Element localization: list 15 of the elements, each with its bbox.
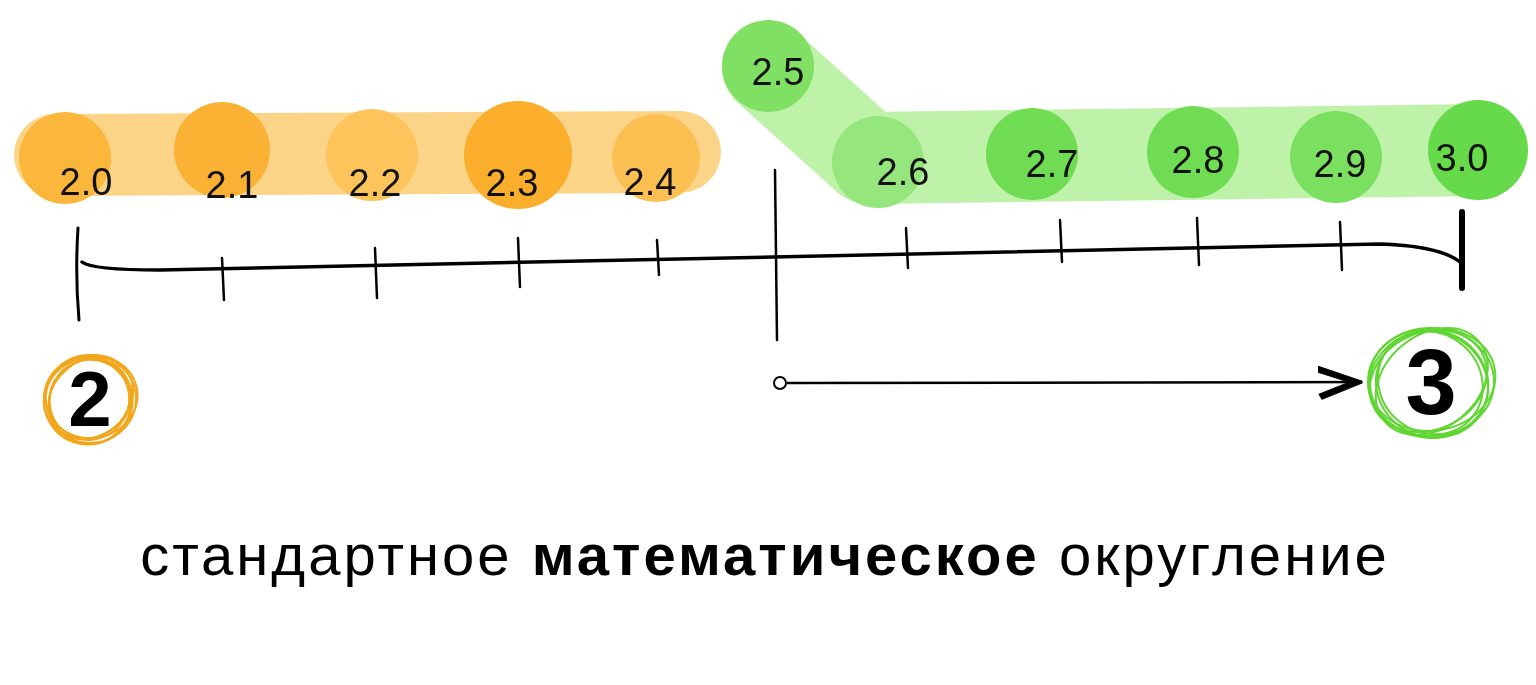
tick-value: 3.0 [1435,139,1489,177]
tick-value: 2.2 [348,164,402,202]
tick-value: 2.0 [59,163,113,201]
tick-value: 2.3 [485,164,539,202]
small-circle [773,376,787,390]
tick-value: 2.7 [1025,145,1079,183]
tick-value: 2.6 [876,153,930,191]
tick-value: 2.8 [1171,141,1225,179]
tick-value: 2.1 [205,166,259,204]
rounded-value: 3 [1405,336,1457,428]
tick-value: 2.5 [751,53,805,91]
tick-value: 2.9 [1313,145,1367,183]
rounded-value: 2 [68,360,112,438]
caption: стандартное математическое округление [139,521,1391,589]
tick-value: 2.4 [623,163,677,201]
